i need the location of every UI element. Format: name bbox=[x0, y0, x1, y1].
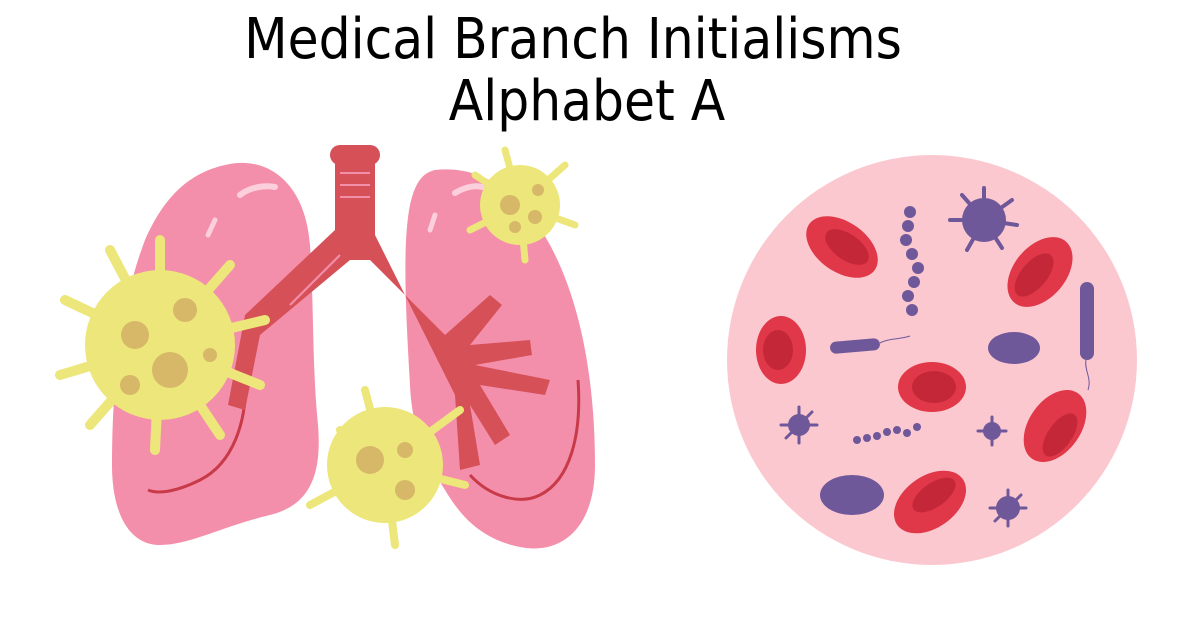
lungs-illustration bbox=[55, 145, 595, 549]
virus-icon bbox=[466, 146, 579, 264]
virus-icon bbox=[306, 386, 469, 549]
virus-icon bbox=[779, 186, 1028, 528]
virus-icon bbox=[55, 235, 270, 455]
microscope-view-illustration bbox=[727, 155, 1137, 565]
trachea-icon bbox=[228, 145, 550, 470]
page-title-line-1: Medical Branch Initialisms bbox=[244, 7, 902, 72]
bacteria-icon bbox=[820, 206, 1094, 515]
blood-cell-icon bbox=[756, 216, 1087, 534]
page-title-line-2: Alphabet A bbox=[448, 69, 726, 134]
